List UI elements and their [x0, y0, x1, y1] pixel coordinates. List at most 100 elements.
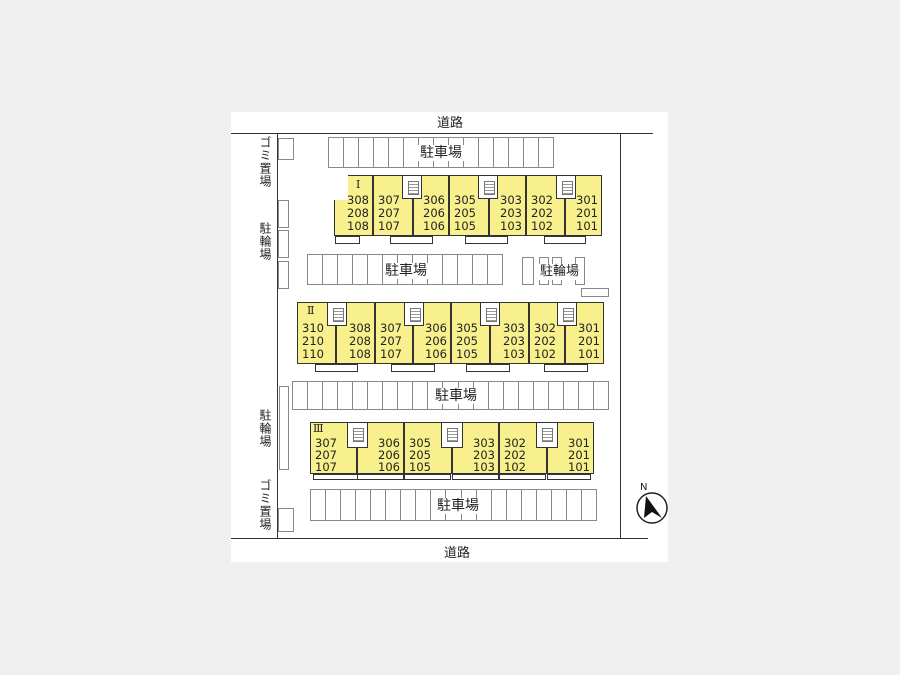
garbage-area-top — [278, 138, 294, 160]
parking-stall — [343, 137, 359, 168]
parking-stall — [403, 137, 419, 168]
staircase-icon — [536, 422, 558, 448]
parking-stall — [358, 137, 374, 168]
garbage-area-label-bottom: ゴミ置場 — [258, 479, 272, 531]
bicycle-area-label-left-bottom: 駐輪場 — [258, 409, 272, 448]
parking-stall — [427, 254, 443, 285]
parking-stall — [523, 137, 539, 168]
unit-room-numbers: 301 201 101 — [578, 321, 600, 361]
parking-stall — [490, 489, 507, 521]
unit-room-numbers: 308 208 108 — [347, 193, 369, 233]
parking-stall — [487, 254, 503, 285]
balcony — [544, 364, 588, 372]
parking-stall — [388, 137, 404, 168]
garbage-area-label-top: ゴミ置場 — [258, 136, 272, 188]
balcony — [357, 474, 404, 480]
parking-stall — [340, 489, 357, 521]
bicycle-stall — [278, 200, 289, 228]
parking-stall — [322, 254, 338, 285]
parking-stall — [487, 381, 504, 410]
unit-block: 305 205 105 — [451, 302, 490, 364]
parking-stall — [355, 489, 372, 521]
parking-lot-label: 駐車場 — [418, 145, 464, 161]
parking-stall — [517, 381, 534, 410]
staircase-icon — [402, 175, 422, 199]
parking-stall — [412, 381, 429, 410]
staircase-icon — [480, 302, 500, 326]
parking-stall — [478, 137, 494, 168]
unit-room-numbers: 302 202 102 — [531, 193, 553, 233]
parking-stall — [385, 489, 402, 521]
staircase-icon — [556, 175, 576, 199]
unit-room-numbers: 301 201 101 — [576, 193, 598, 233]
balcony — [544, 236, 586, 244]
parking-stall — [520, 489, 537, 521]
parking-stall — [382, 381, 399, 410]
bicycle-stall — [522, 257, 534, 285]
parking-stall — [565, 489, 582, 521]
unit-room-numbers: 306 206 106 — [378, 436, 400, 474]
parking-stall — [367, 381, 384, 410]
unit-block: 303 203 103 — [452, 422, 499, 474]
site-plan: 道路 道路 ゴミ置場 駐輪場 駐輪場 ゴミ置場 駐輪場 N 駐車場駐車場駐車場駐… — [231, 112, 668, 562]
staircase-icon — [557, 302, 577, 326]
parking-stall — [472, 254, 488, 285]
parking-stall — [352, 381, 369, 410]
unit-block: 308 208 108 — [334, 175, 373, 236]
parking-stall — [373, 137, 389, 168]
parking-stall — [328, 137, 344, 168]
parking-stall — [532, 381, 549, 410]
garbage-area-bottom — [278, 508, 294, 532]
parking-stall — [337, 254, 353, 285]
unit-room-numbers: 307 207 107 — [380, 321, 402, 361]
bicycle-stall — [279, 386, 289, 470]
building-name: Ⅱ — [307, 304, 315, 317]
unit-room-numbers: 305 205 105 — [409, 436, 431, 474]
balcony — [547, 474, 591, 480]
parking-stall — [307, 381, 324, 410]
parking-stall — [502, 381, 519, 410]
parking-stall — [310, 489, 327, 521]
unit-room-numbers: 302 202 102 — [504, 436, 526, 474]
parking-stall — [370, 489, 387, 521]
parking-stall — [352, 254, 368, 285]
unit-room-numbers: 302 202 102 — [534, 321, 556, 361]
unit-room-numbers: 308 208 108 — [349, 321, 371, 361]
parking-lot-label: 駐車場 — [383, 263, 429, 279]
balcony — [313, 474, 360, 480]
road-bottom-line — [231, 538, 648, 539]
bicycle-area-label-left-top: 駐輪場 — [258, 222, 272, 261]
bicycle-area-label-right: 駐輪場 — [538, 264, 582, 280]
road-top-label: 道路 — [437, 116, 464, 131]
staircase-icon — [441, 422, 463, 448]
building-name: Ⅰ — [356, 178, 361, 191]
parking-stall — [505, 489, 522, 521]
unit-room-numbers: 306 206 106 — [423, 193, 445, 233]
parking-stall — [493, 137, 509, 168]
unit-room-numbers: 305 205 105 — [454, 193, 476, 233]
staircase-icon — [478, 175, 498, 199]
unit-room-numbers: 307 207 107 — [315, 436, 337, 474]
parking-stall — [538, 137, 554, 168]
parking-stall — [457, 254, 473, 285]
parking-stall — [397, 381, 414, 410]
parking-stall — [577, 381, 594, 410]
bicycle-stall — [278, 230, 289, 258]
site-boundary-right — [620, 133, 621, 538]
parking-stall — [580, 489, 597, 521]
unit-room-numbers: 307 207 107 — [378, 193, 400, 233]
unit-block: 305 205 105 — [404, 422, 452, 474]
bicycle-stall — [278, 261, 289, 289]
parking-stall — [562, 381, 579, 410]
parking-stall — [307, 254, 323, 285]
parking-stall — [337, 381, 354, 410]
parking-stall — [592, 381, 609, 410]
parking-lot-label: 駐車場 — [435, 498, 481, 514]
storage-box — [581, 288, 609, 297]
staircase-icon — [327, 302, 347, 326]
balcony — [499, 474, 546, 480]
balcony — [465, 236, 508, 244]
balcony — [452, 474, 499, 480]
parking-stall — [292, 381, 309, 410]
balcony — [315, 364, 358, 372]
